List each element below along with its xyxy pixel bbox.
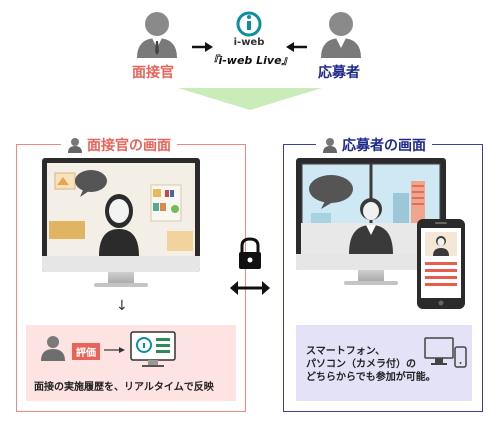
device-caption-line-3: どちらからでも参加が可能。 bbox=[306, 372, 436, 383]
monitor-base bbox=[344, 281, 398, 285]
pc-icon bbox=[130, 331, 176, 367]
monitor-base bbox=[94, 283, 148, 287]
interviewer-monitor-screen bbox=[47, 163, 195, 256]
pc-icon bbox=[424, 337, 454, 365]
monitor-stand bbox=[358, 270, 384, 282]
interviewer-video-scene bbox=[47, 163, 195, 256]
applicant-screen-panel: 応募者の画面 bbox=[283, 135, 483, 412]
person-icon bbox=[68, 138, 82, 153]
device-caption-line-1: スマートフォン、 bbox=[306, 346, 386, 357]
person-icon bbox=[323, 138, 337, 153]
evaluation-caption: 面接の実施履歴を、リアルタイムで反映 bbox=[34, 382, 214, 393]
applicant-screen-title: 応募者の画面 bbox=[316, 135, 432, 155]
applicant-label: 応募者 bbox=[318, 65, 360, 81]
device-caption-line-2: パソコン（カメラ付）の bbox=[306, 359, 416, 370]
applicant-screen-title-text: 応募者の画面 bbox=[342, 138, 426, 154]
arrow-right-icon bbox=[192, 42, 213, 52]
interviewer-screen-panel: 面接官の画面 bbox=[16, 135, 246, 412]
interviewer-label: 面接官 bbox=[132, 65, 174, 81]
top-diagram bbox=[137, 11, 361, 110]
interviewer-person-icon bbox=[137, 12, 177, 58]
applicant-person-icon bbox=[321, 12, 361, 58]
applicant-monitor-screen bbox=[301, 163, 441, 254]
lock-icon bbox=[239, 237, 261, 269]
applicant-video-scene bbox=[301, 163, 441, 254]
evaluation-badge: 評価 bbox=[72, 343, 100, 360]
monitor-chin bbox=[42, 256, 200, 272]
monitor-stand bbox=[108, 272, 134, 284]
arrow-left-icon bbox=[286, 42, 307, 52]
evaluation-box: 評価 面接の実施履歴を、リアルタイムで反映 bbox=[26, 325, 236, 401]
i-web-logo bbox=[236, 11, 262, 37]
smartphone-icon bbox=[454, 346, 467, 368]
double-arrow-icon bbox=[230, 281, 270, 295]
green-down-arrow bbox=[178, 88, 322, 110]
interviewer-screen-title: 面接官の画面 bbox=[61, 135, 177, 155]
device-info-box: スマートフォン、 パソコン（カメラ付）の どちらからでも参加が可能。 bbox=[296, 325, 472, 401]
pc-and-phone-icon bbox=[424, 337, 467, 368]
monitor-chin bbox=[296, 254, 446, 270]
service-name: 『i-web Live』 bbox=[207, 54, 293, 67]
person-icon bbox=[41, 336, 65, 361]
smartphone-icon bbox=[417, 219, 465, 309]
interviewer-monitor bbox=[42, 158, 200, 272]
arrow-right-icon bbox=[104, 347, 125, 353]
applicant-monitor bbox=[296, 158, 446, 270]
down-arrow: ↓ bbox=[116, 298, 128, 314]
interviewer-screen-title-text: 面接官の画面 bbox=[87, 138, 171, 154]
logo-text: i-web bbox=[233, 37, 265, 48]
security-connection bbox=[230, 237, 270, 295]
